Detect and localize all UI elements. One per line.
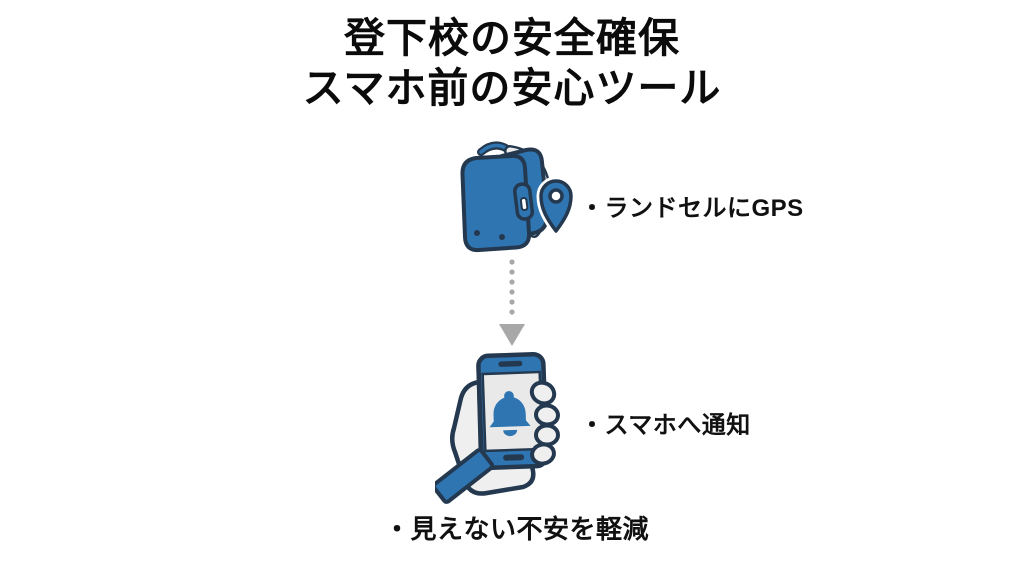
phone-home-bar — [503, 454, 525, 461]
title-line-1: 登下校の安全確保 — [344, 15, 680, 61]
gps-pin-icon — [536, 176, 576, 236]
dotted-down-arrow-icon — [499, 259, 525, 346]
slide-title: 登下校の安全確保 スマホ前の安心ツール — [0, 13, 1024, 113]
footer-label: ・見えない不安を軽減 — [384, 514, 650, 544]
hand-holding-phone-icon — [435, 351, 560, 504]
buckle-strap — [513, 182, 535, 221]
phone-speaker — [498, 360, 523, 367]
backpack-icon — [460, 141, 576, 253]
sleeve-cuff — [435, 448, 495, 504]
backpack-gps-label: ・ランドセルにGPS — [580, 195, 804, 222]
title-line-2: スマホ前の安心ツール — [302, 65, 722, 112]
phone-notify-label: ・スマホへ通知 — [580, 412, 751, 439]
bell-icon — [489, 391, 531, 437]
